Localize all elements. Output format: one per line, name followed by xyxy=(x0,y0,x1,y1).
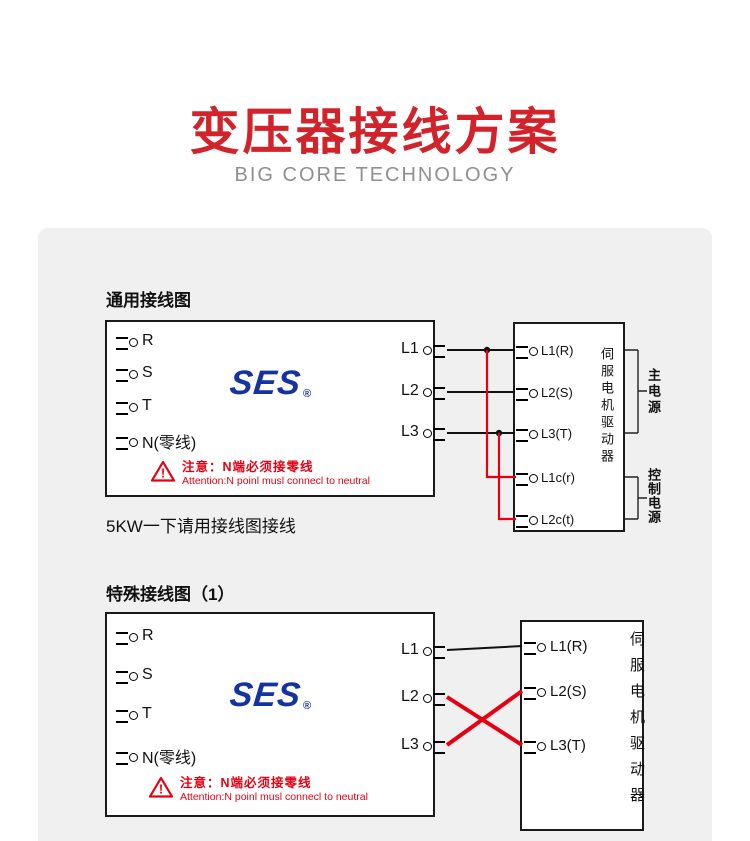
terminal-plug-icon xyxy=(524,640,546,655)
d1-input-terminal-s: S xyxy=(116,363,153,383)
terminal-plug-icon xyxy=(116,630,138,645)
d1-input-terminal-t: T xyxy=(116,396,152,416)
warning-text-en: Attention:N poinl musl connecl to neutra… xyxy=(180,791,368,803)
warning-text-cn: 注意：N端必须接零线 xyxy=(180,776,312,790)
ses-logo-text: SES xyxy=(228,364,304,402)
diagram1-driver-box xyxy=(513,322,625,532)
d2-driver-terminal-l1r: L1(R) xyxy=(524,636,588,656)
terminal-label: L2(S) xyxy=(550,682,587,700)
ses-logo: SES ® xyxy=(228,676,312,714)
terminal-plug-icon xyxy=(424,343,445,356)
d2-driver-terminal-l3t: L3(T) xyxy=(524,735,586,755)
ses-logo-text: SES xyxy=(228,676,304,714)
terminal-plug-icon xyxy=(524,685,546,700)
diagram2-heading: 特殊接线图（1） xyxy=(106,585,235,604)
main-power-label: 主电源 xyxy=(646,368,661,416)
ses-logo: SES ® xyxy=(228,364,312,402)
d1-output-terminal-l3: L3 xyxy=(401,422,445,442)
diagram2-transformer-box xyxy=(105,612,435,817)
terminal-label: R xyxy=(142,627,154,644)
terminal-label: L2 xyxy=(401,382,419,399)
registered-mark-icon: ® xyxy=(303,700,312,712)
terminal-label: T xyxy=(142,397,152,414)
d2-output-terminal-l3: L3 xyxy=(401,735,445,755)
d1-output-terminal-l1: L1 xyxy=(401,339,445,359)
terminal-label: S xyxy=(142,666,153,683)
d1-driver-terminal-l2ct: L2c(t) xyxy=(516,509,574,529)
d1-warning-note: ! 注意：N端必须接零线 Attention:N poinl musl conn… xyxy=(150,456,370,487)
d2-input-terminal-t: T xyxy=(116,704,152,724)
warning-text-block: 注意：N端必须接零线 Attention:N poinl musl connec… xyxy=(182,456,370,487)
d2-warning-note: ! 注意：N端必须接零线 Attention:N poinl musl conn… xyxy=(148,772,368,803)
warning-triangle-icon: ! xyxy=(150,460,176,482)
terminal-label: S xyxy=(142,364,153,381)
d2-output-terminal-l1: L1 xyxy=(401,640,445,660)
d1-driver-vertical-label: 伺服电机驱动器 xyxy=(599,347,614,466)
terminal-plug-icon xyxy=(424,739,445,752)
page-title: 变压器接线方案 xyxy=(189,104,561,160)
terminal-plug-icon xyxy=(516,513,538,528)
terminal-plug-icon xyxy=(424,385,445,398)
terminal-label: N(零线) xyxy=(142,435,197,452)
d2-input-terminal-s: S xyxy=(116,665,153,685)
terminal-plug-icon xyxy=(116,750,138,765)
terminal-plug-icon xyxy=(116,435,138,450)
d1-input-terminal-n: N(零线) xyxy=(116,431,197,452)
terminal-plug-icon xyxy=(516,386,538,401)
terminal-plug-icon xyxy=(116,400,138,415)
svg-text:!: ! xyxy=(159,782,163,797)
page-subtitle: BIG CORE TECHNOLOGY xyxy=(234,164,516,186)
terminal-plug-icon xyxy=(424,691,445,704)
terminal-label: L3 xyxy=(401,423,419,440)
terminal-label: L2c(t) xyxy=(541,511,575,527)
terminal-label: L1(R) xyxy=(541,342,574,358)
d2-driver-vertical-label: 伺服电机驱动器 xyxy=(628,631,645,813)
terminal-label: L2(S) xyxy=(541,384,573,400)
d1-driver-terminal-l3t: L3(T) xyxy=(516,423,572,443)
terminal-plug-icon xyxy=(424,644,445,657)
warning-text-en: Attention:N poinl musl connecl to neutra… xyxy=(182,475,370,487)
warning-text-cn: 注意：N端必须接零线 xyxy=(182,460,314,474)
terminal-label: L1 xyxy=(401,340,419,357)
d1-driver-terminal-l2s: L2(S) xyxy=(516,382,573,402)
terminal-plug-icon xyxy=(424,426,445,439)
terminal-plug-icon xyxy=(116,367,138,382)
terminal-label: L1(R) xyxy=(550,637,588,655)
terminal-plug-icon xyxy=(524,739,546,754)
terminal-label: L3(T) xyxy=(550,736,586,754)
terminal-plug-icon xyxy=(516,471,538,486)
terminal-plug-icon xyxy=(116,669,138,684)
terminal-plug-icon xyxy=(516,344,538,359)
terminal-label: L1 xyxy=(401,641,419,658)
diagram1-heading: 通用接线图 xyxy=(106,291,191,310)
d2-input-terminal-n: N(零线) xyxy=(116,746,197,767)
warning-triangle-icon: ! xyxy=(148,776,174,798)
terminal-label: N(零线) xyxy=(142,750,197,767)
svg-text:!: ! xyxy=(161,466,165,481)
d2-driver-terminal-l2s: L2(S) xyxy=(524,681,587,701)
d1-driver-terminal-l1r: L1(R) xyxy=(516,340,574,360)
terminal-label: L3 xyxy=(401,736,419,753)
terminal-plug-icon xyxy=(116,708,138,723)
d1-output-terminal-l2: L2 xyxy=(401,381,445,401)
d2-input-terminal-r: R xyxy=(116,626,154,646)
terminal-label: L3(T) xyxy=(541,425,573,441)
control-power-label: 控制电源 xyxy=(646,468,661,524)
diagram1-note: 5KW一下请用接线图接线 xyxy=(106,517,296,536)
terminal-plug-icon xyxy=(516,427,538,442)
terminal-label: L1c(r) xyxy=(541,469,575,485)
terminal-label: T xyxy=(142,705,152,722)
d1-driver-terminal-l1cr: L1c(r) xyxy=(516,467,575,487)
d1-input-terminal-r: R xyxy=(116,331,154,351)
warning-text-block: 注意：N端必须接零线 Attention:N poinl musl connec… xyxy=(180,772,368,803)
terminal-label: L2 xyxy=(401,688,419,705)
registered-mark-icon: ® xyxy=(303,388,312,400)
terminal-plug-icon xyxy=(116,335,138,350)
terminal-label: R xyxy=(142,332,154,349)
d2-output-terminal-l2: L2 xyxy=(401,687,445,707)
